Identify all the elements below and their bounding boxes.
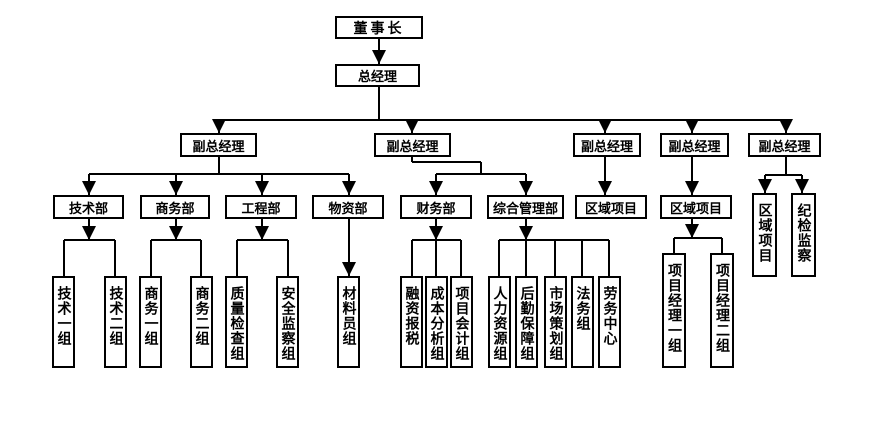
vice-gm-box-3: 副总经理 (573, 133, 641, 157)
team-box: 质量检查组 (225, 276, 248, 368)
team-box: 法务组 (571, 276, 594, 368)
department-box: 物资部 (312, 195, 384, 219)
team-box: 技术二组 (104, 276, 127, 368)
vice-gm-box-5: 副总经理 (748, 133, 821, 157)
team-box: 后勤保障组 (515, 276, 538, 368)
vice-gm-box-4: 副总经理 (660, 133, 729, 157)
team-box: 安全监察组 (276, 276, 299, 368)
department-box: 综合管理部 (487, 195, 564, 219)
team-box: 市场策划组 (544, 276, 567, 368)
team-box: 融资报税 (400, 276, 423, 368)
team-box: 劳务中心 (598, 276, 621, 368)
general-manager-box: 总经理 (335, 64, 420, 87)
department-box: 商务部 (140, 195, 210, 219)
team-box: 项目会计组 (450, 276, 473, 368)
department-box: 财务部 (400, 195, 472, 219)
department-box: 工程部 (225, 195, 297, 219)
vice-gm-box-2: 副总经理 (374, 133, 451, 157)
team-box: 项目经理一组 (662, 253, 686, 368)
team-box: 商务二组 (190, 276, 213, 368)
team-box: 纪检监察 (791, 193, 816, 277)
team-box: 材料员组 (337, 276, 360, 368)
team-box: 商务一组 (139, 276, 162, 368)
chairman-box: 董事长 (335, 16, 423, 39)
team-box: 成本分析组 (425, 276, 448, 368)
team-box: 区域项目 (752, 193, 777, 277)
team-box: 人力资源组 (488, 276, 511, 368)
department-box: 区域项目 (660, 195, 732, 219)
team-box: 技术一组 (52, 276, 75, 368)
vice-gm-box-1: 副总经理 (180, 133, 257, 157)
department-box: 区域项目 (575, 195, 647, 219)
team-box: 项目经理二组 (710, 253, 734, 368)
department-box: 技术部 (53, 195, 124, 219)
